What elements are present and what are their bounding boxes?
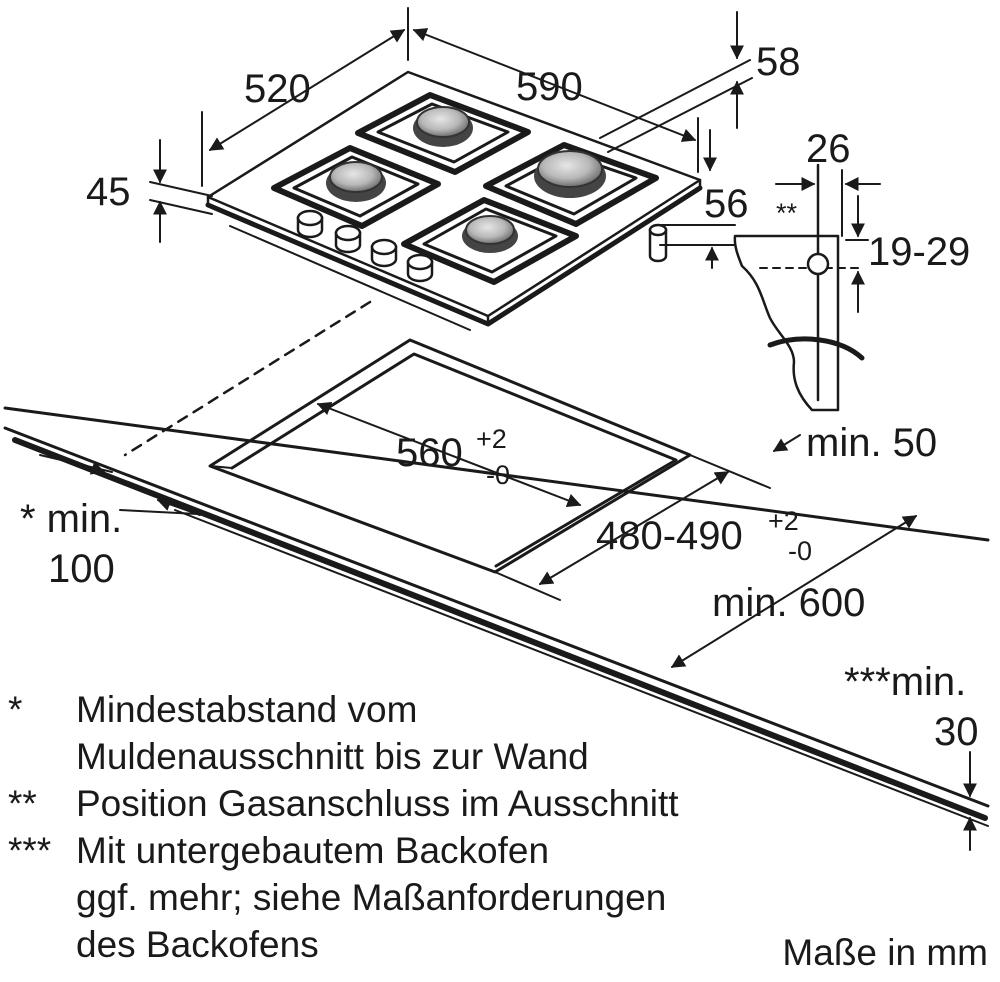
footnote-marker: *** (8, 830, 52, 871)
hob-appliance (205, 70, 703, 331)
footnote-text: Mindestabstand vom Muldenausschnitt bis … (76, 686, 589, 780)
burner-back-right (534, 150, 606, 198)
cutout-dimension-lines (39, 402, 977, 851)
control-knob (334, 224, 362, 254)
units-note: Maße in mm (782, 932, 988, 973)
burner-front-left (326, 161, 386, 202)
dimension-side-clearance-value: 100 (48, 547, 115, 591)
gas-connection-profile (733, 163, 881, 412)
footnote-text: Position Gasanschluss im Ausschnitt (76, 780, 679, 827)
dimension-gas-offset: 26 (806, 127, 851, 171)
burner-back-left (413, 106, 473, 147)
footnote-line: des Backofens (76, 924, 319, 965)
footnote-line: Mindestabstand vom (76, 689, 418, 730)
footnote-marker: ** (8, 783, 37, 824)
footnote-line: Muldenausschnitt bis zur Wand (76, 736, 589, 777)
footnote-item: ** Position Gasanschluss im Ausschnitt (8, 780, 679, 827)
control-knob (406, 253, 434, 283)
dimension-side-clearance: * min. (20, 497, 122, 541)
gas-position-marker: ** (776, 198, 798, 228)
dimension-worktop-depth: min. 600 (712, 581, 865, 625)
footnote-line: Position Gasanschluss im Ausschnitt (76, 783, 679, 824)
footnote-item: * Mindestabstand vom Muldenausschnitt bi… (8, 686, 679, 780)
dimension-oven-clearance: ***min. (844, 660, 966, 704)
control-knob (296, 209, 324, 239)
footnote-marker: * (8, 689, 23, 730)
footnote-line: Mit untergebautem Backofen (76, 830, 550, 871)
dimension-hob-depth: 520 (244, 67, 311, 111)
cutout-depth-value: 480-490 (596, 514, 743, 558)
control-knob (370, 238, 398, 268)
dimension-gas-height: 19-29 (868, 230, 970, 274)
burner-front-right (462, 215, 518, 253)
dimension-glass-thickness: 45 (86, 170, 131, 214)
dimension-side-height: 56 (704, 182, 749, 226)
footnote-line: ggf. mehr; siehe Maßanforderungen (76, 877, 667, 918)
pan-support-front-left (271, 145, 441, 229)
footnote-legend: * Mindestabstand vom Muldenausschnitt bi… (8, 686, 679, 968)
pan-support-front-right (401, 197, 579, 285)
cutout-width-tolerance-plus: +2 (476, 424, 507, 454)
cutout-width-value: 560 (396, 431, 463, 475)
dimension-wall-clearance: min. 50 (806, 421, 937, 465)
cutout-depth-tolerance-minus: -0 (788, 536, 812, 566)
dimension-hob-width: 590 (516, 65, 583, 109)
footnote-item: *** Mit untergebautem Backofen ggf. mehr… (8, 827, 679, 968)
dimension-top-height: 58 (756, 40, 801, 84)
dimension-cutout-depth: 480-490 +2 -0 (596, 506, 812, 566)
gas-connector (648, 223, 668, 263)
dimension-cutout-width: 560 +2 -0 (396, 424, 510, 490)
cutout-width-tolerance-minus: -0 (486, 460, 510, 490)
footnote-text: Mit untergebautem Backofen ggf. mehr; si… (76, 827, 666, 968)
hob-dimension-lines (149, 7, 753, 269)
cutout-depth-tolerance-plus: +2 (768, 506, 799, 536)
dimension-oven-clearance-value: 30 (934, 710, 979, 754)
